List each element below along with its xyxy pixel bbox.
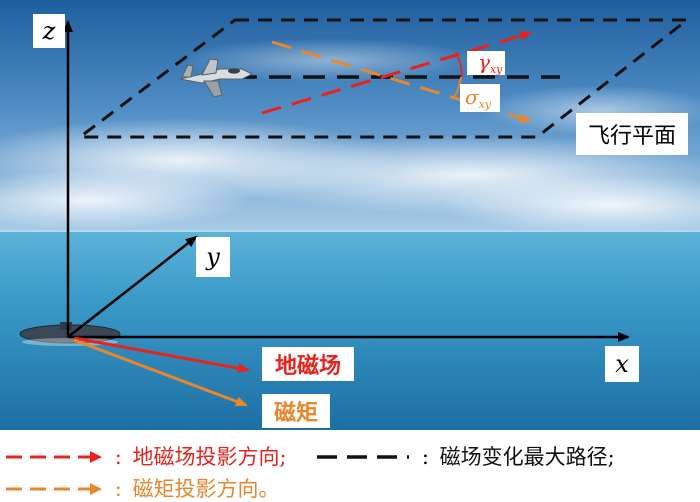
sigma-subscript: xy [479,98,492,111]
legend-separator: : [421,444,429,469]
y-axis-label: y [205,243,220,271]
cloud [440,175,700,235]
flight-plane-label-box [576,113,688,155]
legend-red-swatch [4,444,104,470]
flight-plane-outline [75,18,692,139]
legend-black-swatch [315,444,411,470]
y-label-box [196,237,230,277]
sea-background [0,230,700,430]
x-label-box [605,346,639,382]
geomagnetic-field-arrow [73,336,250,374]
geomagnetic-projection-line [261,31,532,115]
geomagnetic-field-label: 地磁场 [275,353,341,379]
gamma-label-box [467,51,505,75]
legend-row-2: : 磁矩投影方向。 [4,474,279,502]
legend-orange-swatch [4,476,104,502]
flight-plane-label: 飞行平面 [588,124,676,149]
sigma-angle-label: σxy [465,85,492,111]
magnetic-moment-arrow [73,338,248,407]
gamma-subscript: xy [490,63,503,76]
magnetic-moment-label: 磁矩 [274,400,318,426]
x-axis-label: x [615,350,629,378]
legend-row-1: : 地磁场投影方向; : 磁场变化最大路径; [4,442,615,470]
gamma-symbol: γ [478,50,490,74]
cloud [0,170,250,230]
legend-geomagnetic-projection: 地磁场投影方向; [132,444,287,469]
black-dashed-line-icon [317,454,410,459]
legend-separator: : [114,444,122,469]
sigma-angle-arc [454,76,462,97]
gamma-angle-arc [455,51,463,78]
legend-max-change-path: 磁场变化最大路径; [439,444,615,469]
z-label-box [33,14,65,48]
sigma-label-box [460,84,500,112]
cloud [180,38,480,82]
geomagnetic-field-label-box [262,347,354,381]
fighter-jet-icon [179,58,254,98]
scene-svg: z y x 飞行平面 γxy σxy 地磁场 磁矩 [0,0,700,430]
gamma-angle-label: γxy [478,50,503,76]
sigma-symbol: σ [465,85,480,109]
red-dashed-arrow-icon [6,450,102,463]
orange-dashed-arrow-icon [6,482,102,495]
y-axis [67,235,198,338]
magnetic-moment-label-box [262,394,330,428]
z-axis-label: z [42,17,56,45]
legend-separator: : [114,476,122,501]
legend-moment-projection: 磁矩投影方向。 [132,476,280,501]
